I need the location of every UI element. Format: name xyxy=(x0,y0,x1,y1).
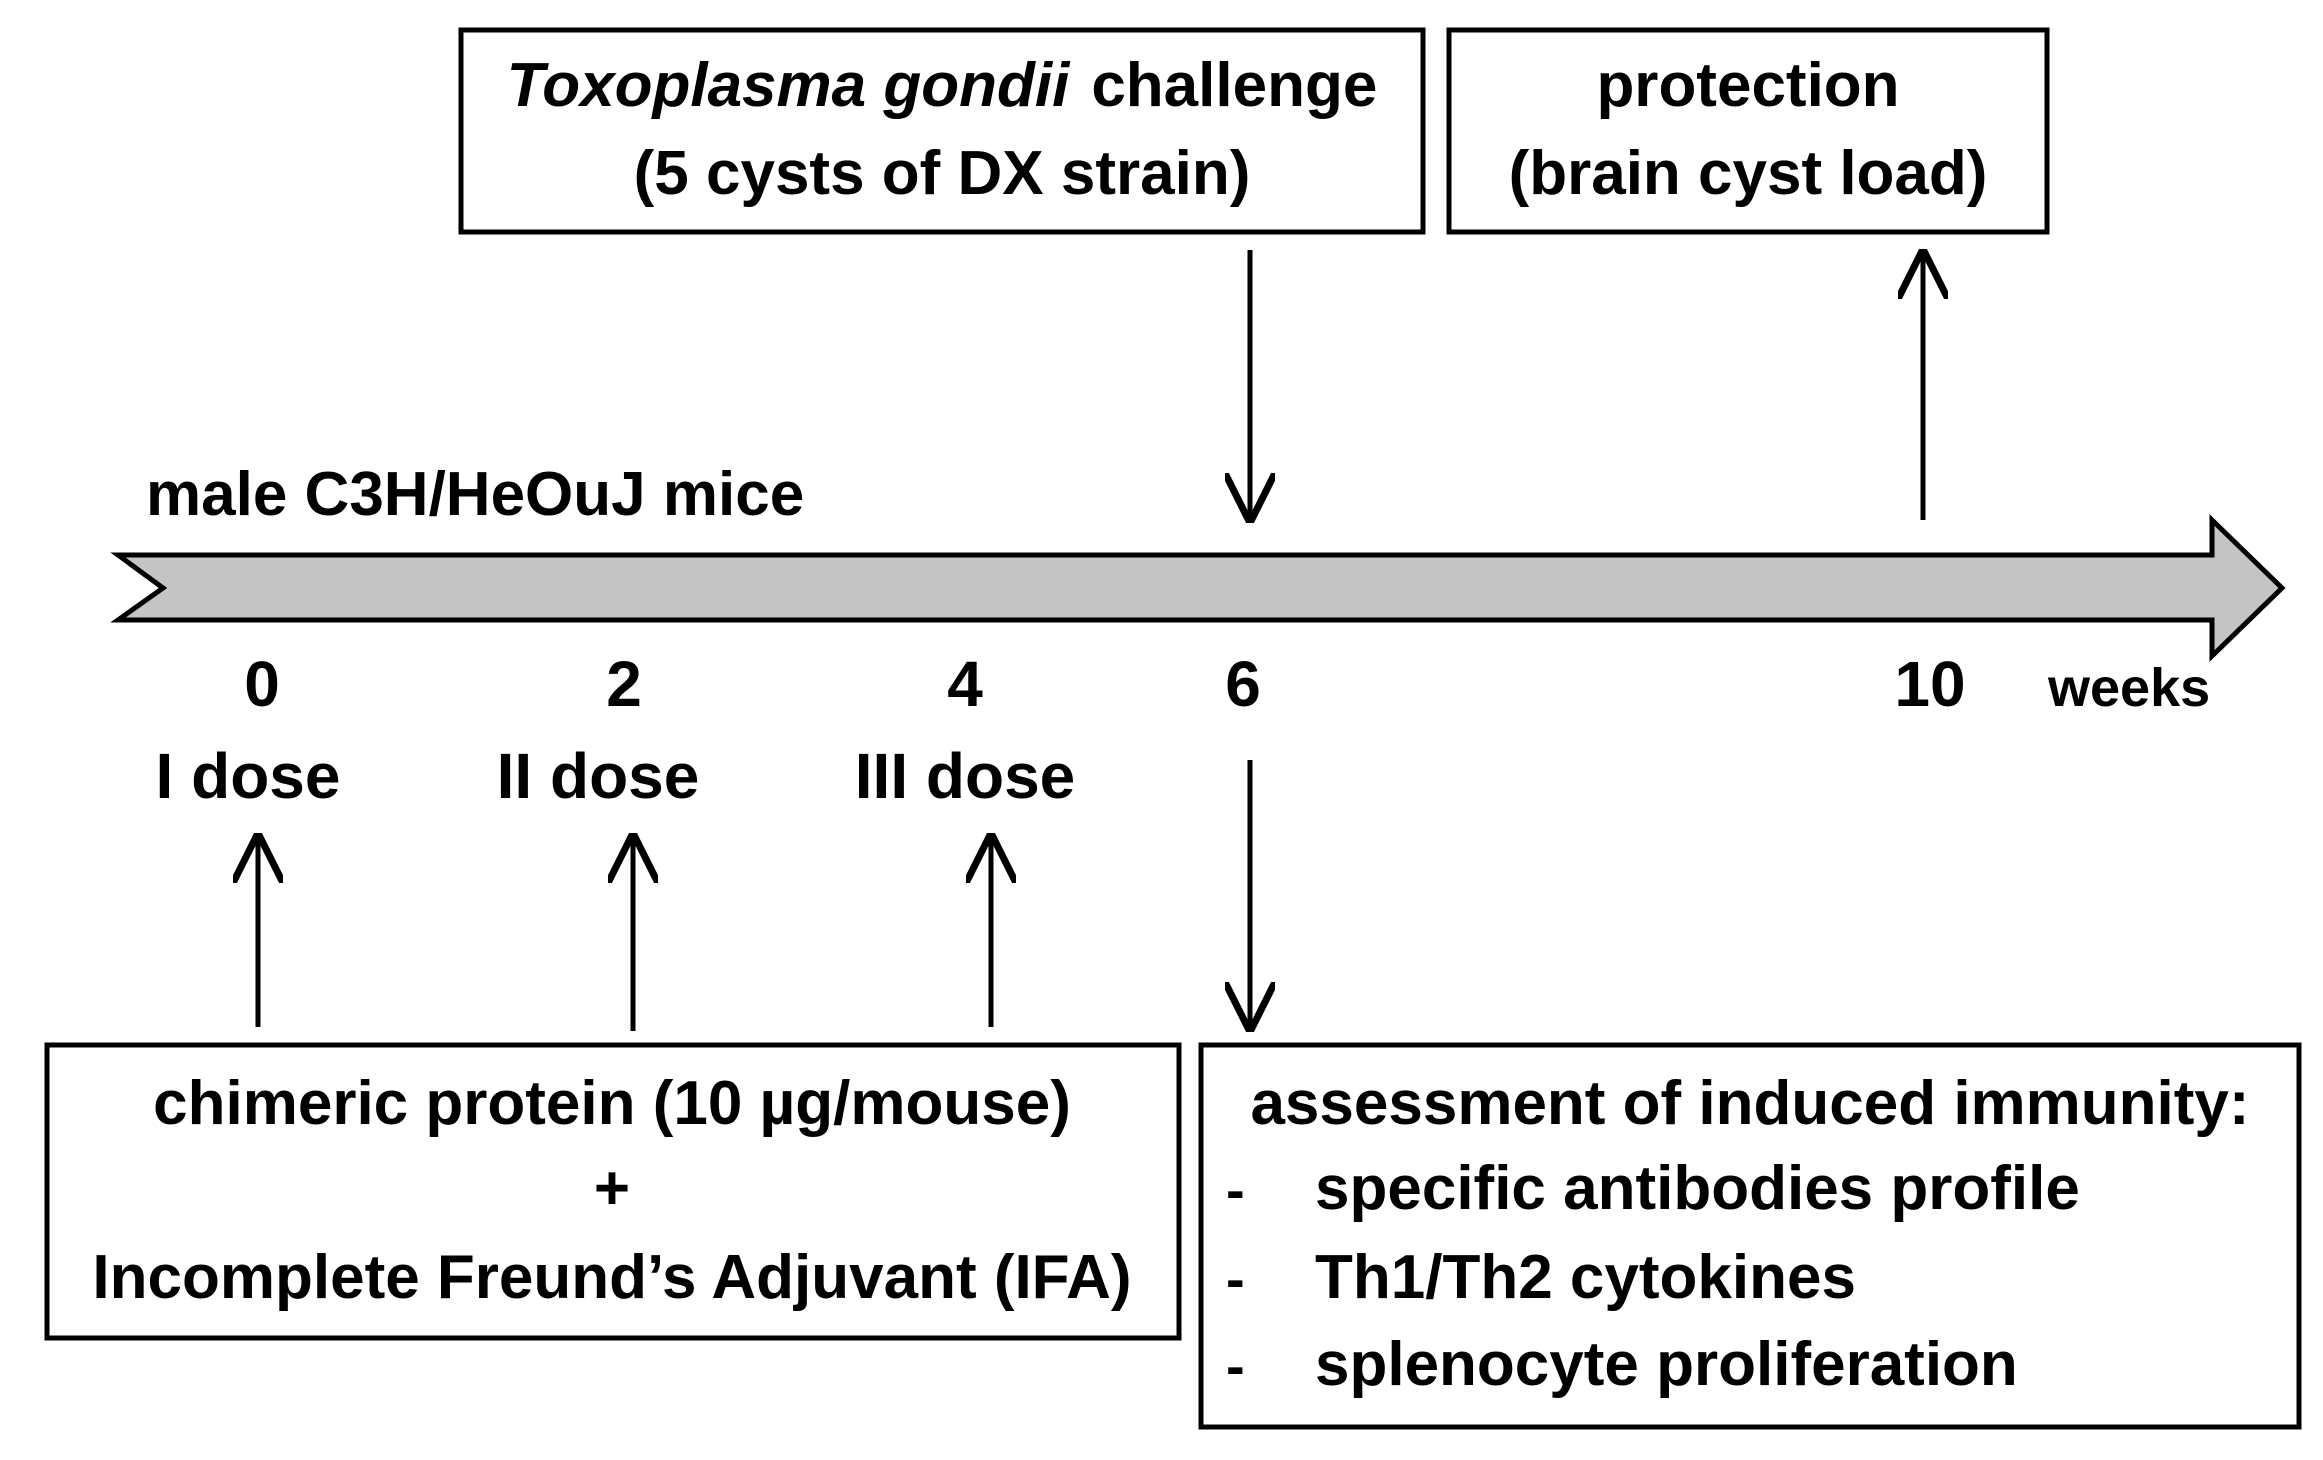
timeline-arrow xyxy=(110,514,2286,662)
week-unit: weeks xyxy=(2047,658,2210,718)
challenge-detail: (5 cysts of DX strain) xyxy=(634,139,1251,208)
week-tick-4: 4 xyxy=(947,648,983,720)
dose-label-1: I dose xyxy=(156,740,341,812)
assessment-item-3: splenocyte proliferation xyxy=(1315,1330,2018,1399)
assessment-title: assessment of induced immunity: xyxy=(1250,1069,2249,1138)
protection-title: protection xyxy=(1596,51,1899,120)
week-tick-0: 0 xyxy=(244,648,280,720)
challenge-organism: Toxoplasma gondii xyxy=(507,51,1071,120)
dose-label-2: II dose xyxy=(497,740,700,812)
vaccine-adjuvant: Incomplete Freund’s Adjuvant (IFA) xyxy=(92,1243,1131,1312)
challenge-box: Toxoplasma gondii challenge (5 cysts of D… xyxy=(458,27,1426,235)
protection-detail: (brain cyst load) xyxy=(1509,139,1988,208)
vaccine-box: chimeric protein (10 µg/mouse) + Incompl… xyxy=(44,1042,1182,1341)
assessment-box: assessment of induced immunity: - specif… xyxy=(1198,1042,2302,1430)
protection-box: protection (brain cyst load) xyxy=(1446,27,2050,235)
vaccine-antigen: chimeric protein (10 µg/mouse) xyxy=(153,1069,1071,1138)
week-tick-6: 6 xyxy=(1225,648,1261,720)
assessment-item-1: specific antibodies profile xyxy=(1315,1154,2080,1223)
assessment-bullet-1: - xyxy=(1226,1158,1245,1221)
assessment-bullet-3: - xyxy=(1226,1334,1245,1397)
week-tick-2: 2 xyxy=(606,648,642,720)
week-ticks: 0 2 4 6 10 weeks xyxy=(244,648,2210,720)
timeline-subject: male C3H/HeOuJ mice xyxy=(146,460,804,529)
assessment-bullet-2: - xyxy=(1226,1247,1245,1310)
challenge-box-line1: Toxoplasma gondii challenge xyxy=(507,51,1378,120)
challenge-action: challenge xyxy=(1091,51,1377,120)
assessment-item-2: Th1/Th2 cytokines xyxy=(1315,1243,1856,1312)
dose-labels: I dose II dose III dose xyxy=(156,740,1076,812)
vaccine-plus: + xyxy=(594,1154,630,1223)
dose-label-3: III dose xyxy=(855,740,1076,812)
week-tick-10: 10 xyxy=(1894,648,1965,720)
